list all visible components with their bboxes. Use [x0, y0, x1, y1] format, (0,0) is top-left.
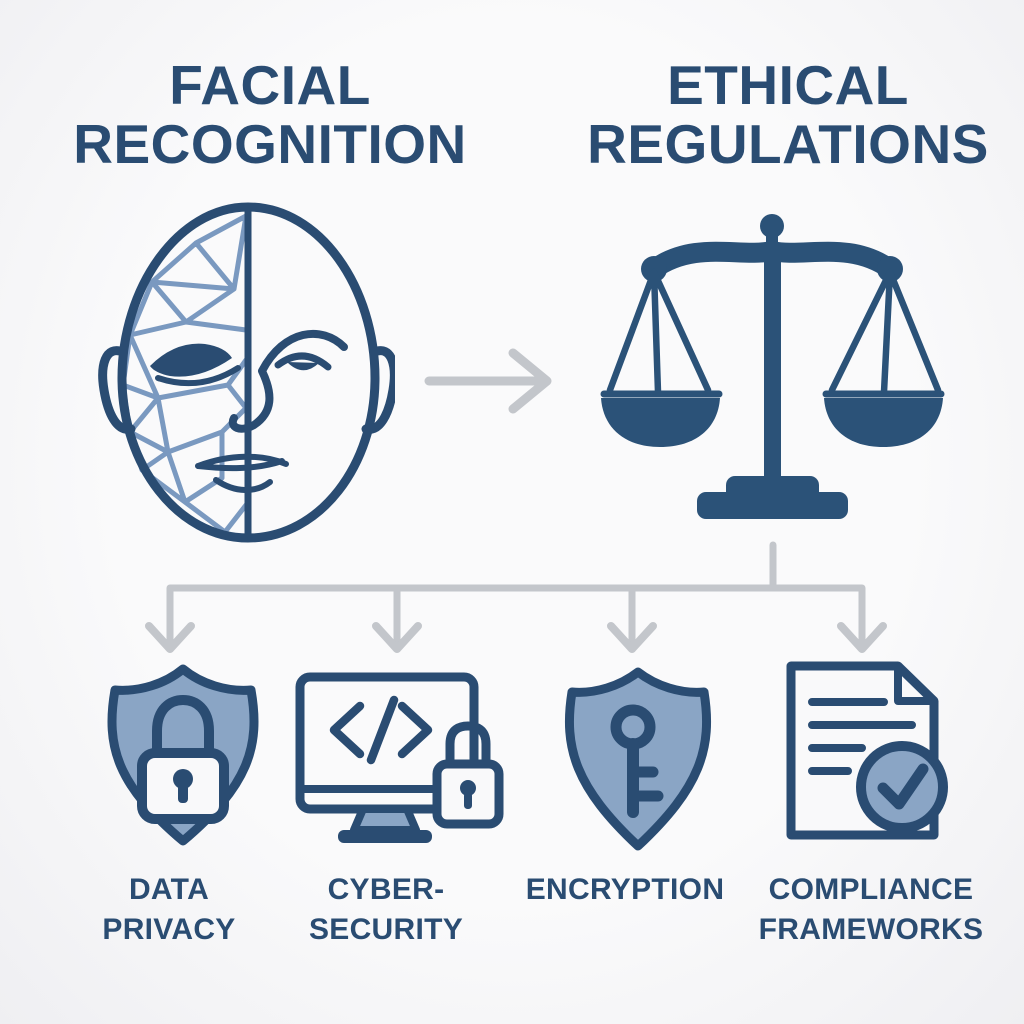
monitor-base: [338, 830, 432, 843]
right-pan-strings: [828, 268, 942, 396]
left-pan-strings: [606, 268, 712, 396]
monitor-stand: [350, 805, 420, 834]
right-arrow-icon: [424, 348, 552, 414]
monitor-code-lock-icon: [295, 672, 504, 843]
padlock: [137, 695, 229, 824]
key: [610, 704, 664, 818]
scales-pole: [764, 256, 781, 484]
right-pan-bowl: [824, 398, 943, 447]
keyhole: [460, 780, 476, 796]
label-encryption: ENCRYPTION: [525, 873, 725, 906]
label-cyber-security: CYBER- SECURITY: [308, 873, 464, 946]
scales-of-justice-icon: [600, 214, 945, 519]
document-fold: [894, 664, 936, 705]
eyebrow-nose-line: [228, 329, 348, 433]
face-mesh-icon: [98, 202, 395, 543]
left-eye-filled: [150, 343, 232, 377]
left-pan-bowl: [601, 398, 720, 447]
left-ear: [98, 346, 136, 434]
label-data-privacy: DATA PRIVACY: [102, 873, 236, 946]
right-ear: [361, 346, 395, 434]
branch-down-arrows-icon: [145, 541, 887, 653]
check-badge: [856, 741, 948, 833]
shield-key-icon: [565, 667, 711, 851]
document-checkmark-icon: [786, 661, 948, 840]
shield-lock-icon: [107, 664, 259, 846]
scales-beam: [644, 240, 900, 279]
code-glyph: [329, 695, 433, 765]
lower-lip: [213, 477, 273, 493]
left-eye-lower-lid: [155, 365, 241, 387]
facial-recognition-title: FACIAL RECOGNITION: [73, 54, 467, 175]
document-text-lines: [808, 698, 916, 775]
right-eye-pupil: [287, 362, 319, 371]
ethical-regulations-title: ETHICAL REGULATIONS: [587, 54, 989, 175]
keyhole: [173, 769, 193, 789]
label-compliance-frameworks: COMPLIANCE FRAMEWORKS: [758, 873, 984, 946]
padlock: [432, 721, 504, 829]
checkmark: [877, 763, 929, 810]
right-eye-lid: [274, 352, 332, 371]
upper-lip: [195, 453, 289, 472]
